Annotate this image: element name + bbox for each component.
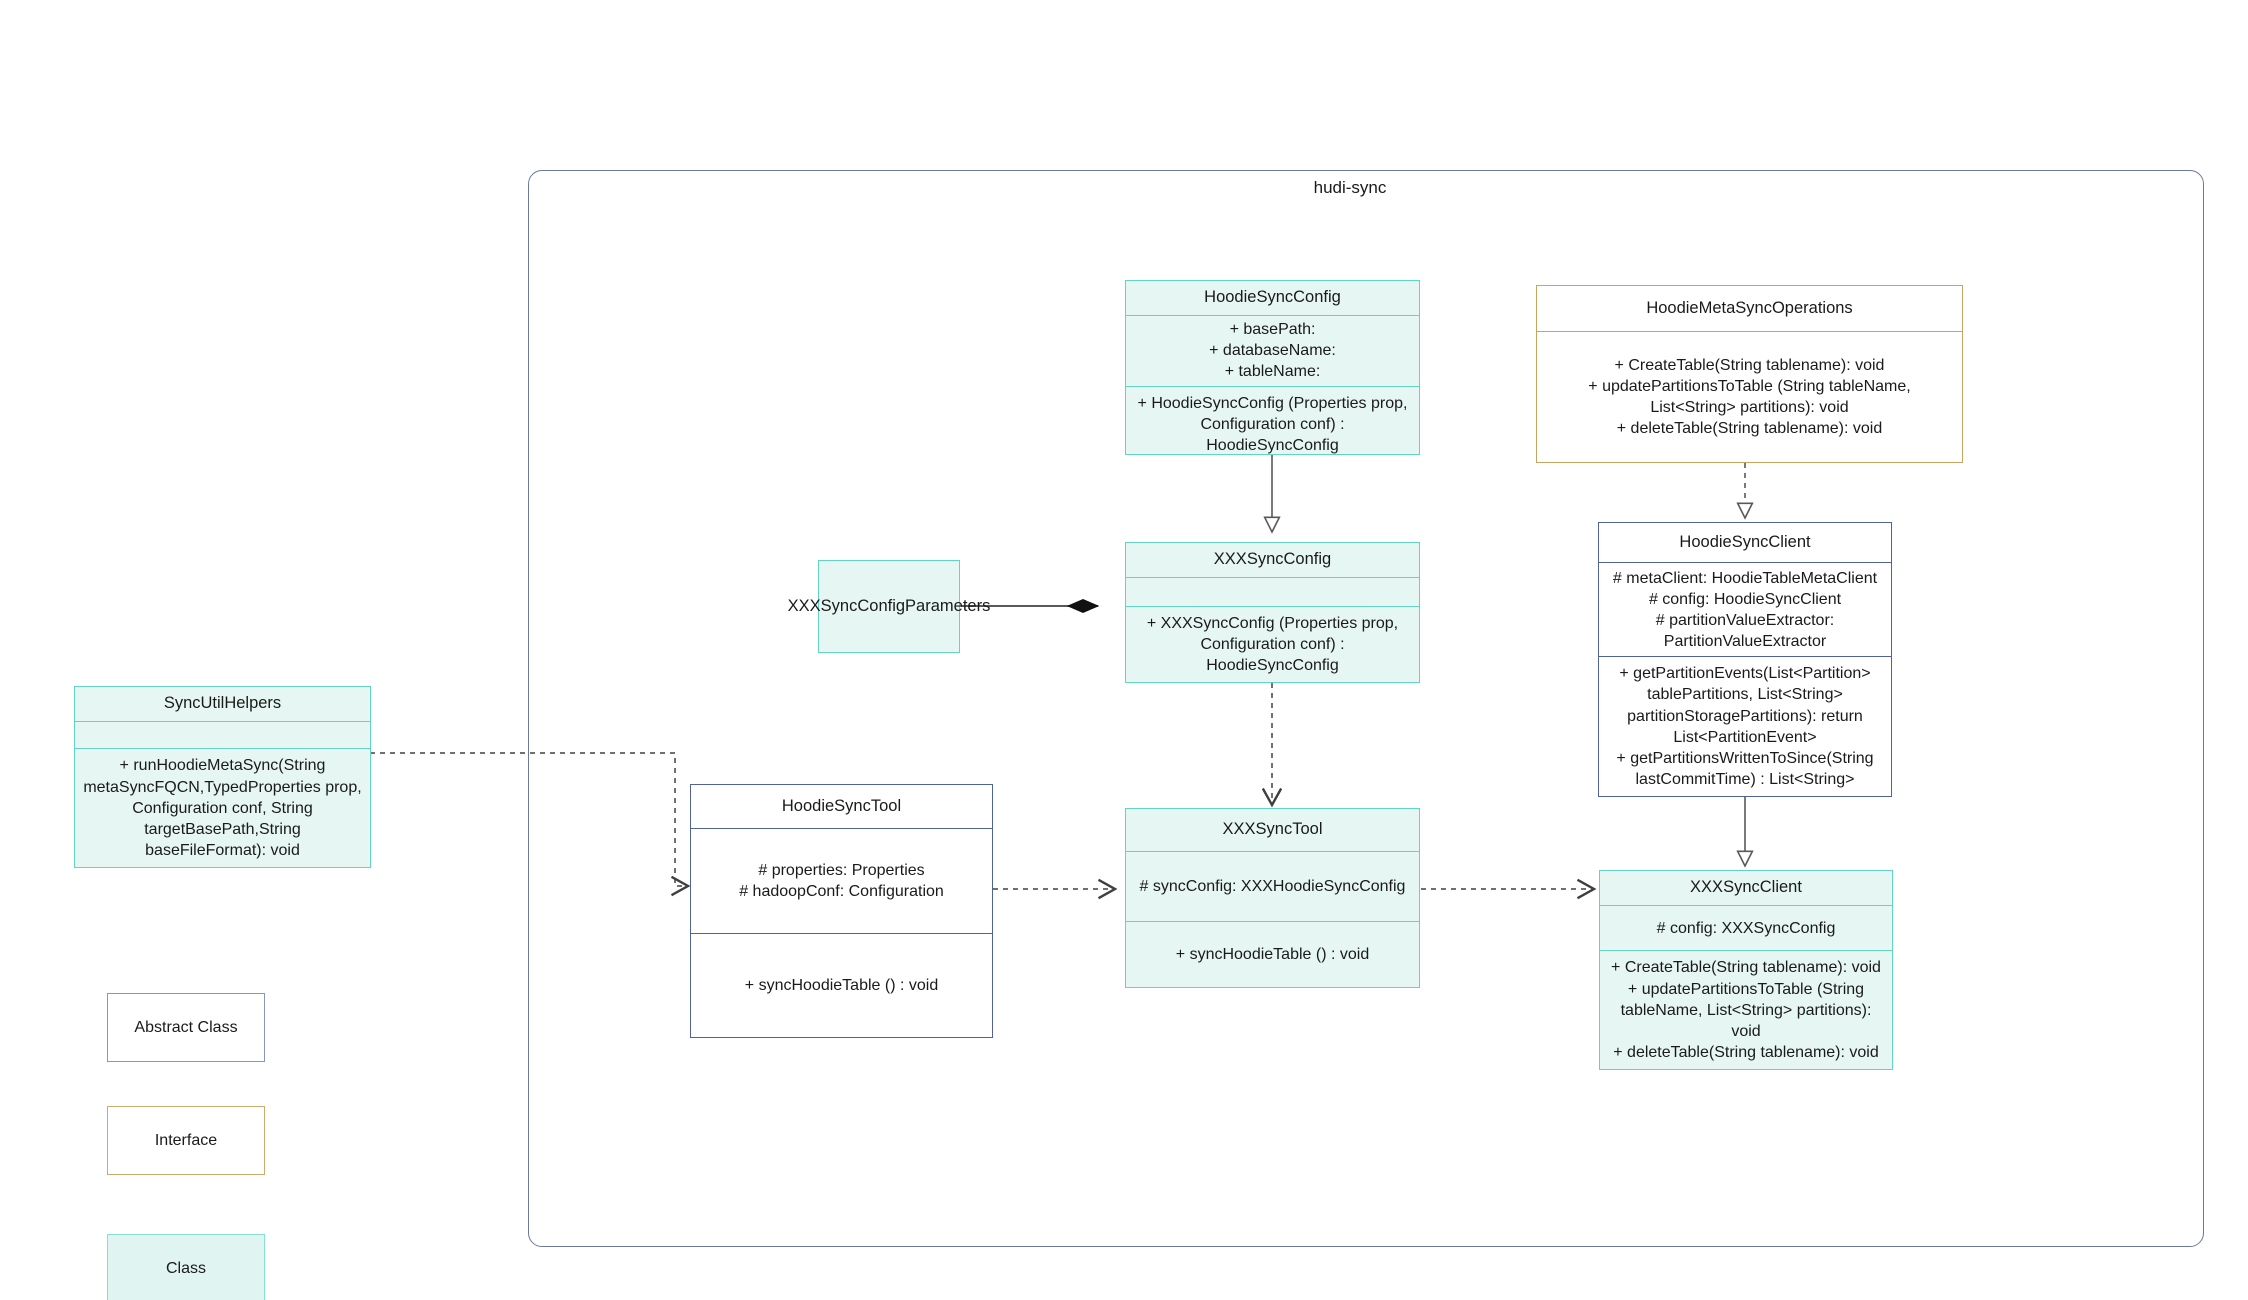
legend-label-interface: Interface <box>154 1131 218 1149</box>
legend-item-class: Class <box>107 1234 265 1300</box>
legend-item-interface: Interface <box>107 1106 265 1175</box>
class-name-sync-util-helpers: SyncUtilHelpers <box>163 694 282 712</box>
class-name-xxx-sync-config-parameters: XXXSyncConfigParameters <box>787 596 991 615</box>
class-methods-hoodie-meta-sync-operations: + CreateTable(String tablename): void + … <box>1537 331 1962 462</box>
class-box-xxx-sync-client[interactable]: XXXSyncClient # config: XXXSyncConfig + … <box>1599 870 1893 1070</box>
class-box-xxx-sync-tool[interactable]: XXXSyncTool # syncConfig: XXXHoodieSyncC… <box>1125 808 1420 988</box>
class-attributes-hoodie-sync-config: + basePath: + databaseName: + tableName: <box>1126 314 1419 386</box>
class-box-hoodie-meta-sync-operations[interactable]: HoodieMetaSyncOperations + CreateTable(S… <box>1536 285 1963 463</box>
class-attributes-xxx-sync-client: # config: XXXSyncConfig <box>1600 904 1892 951</box>
class-methods-hoodie-sync-config: + HoodieSyncConfig (Properties prop, Con… <box>1126 385 1419 462</box>
class-attributes-hoodie-sync-client: # metaClient: HoodieTableMetaClient # co… <box>1599 562 1891 656</box>
class-methods-xxx-sync-config: + XXXSyncConfig (Properties prop, Config… <box>1126 605 1419 682</box>
class-attributes-xxx-sync-tool: # syncConfig: XXXHoodieSyncConfig <box>1126 851 1419 921</box>
class-attributes-hoodie-sync-tool: # properties: Properties # hadoopConf: C… <box>691 828 992 933</box>
class-attributes-sync-util-helpers <box>75 720 370 749</box>
class-box-xxx-sync-config-parameters[interactable]: XXXSyncConfigParameters <box>787 560 991 653</box>
class-name-xxx-sync-tool: XXXSyncTool <box>1222 820 1323 839</box>
class-name-hoodie-sync-client: HoodieSyncClient <box>1679 532 1811 551</box>
legend-label-class: Class <box>165 1259 206 1277</box>
class-methods-sync-util-helpers: + runHoodieMetaSync(String metaSyncFQCN,… <box>75 748 370 867</box>
class-name-xxx-sync-client: XXXSyncClient <box>1690 878 1802 896</box>
class-box-xxx-sync-config[interactable]: XXXSyncConfig + XXXSyncConfig (Propertie… <box>1125 542 1420 683</box>
package-frame-hudi-sync <box>528 170 2204 1247</box>
legend-label-abstract-class: Abstract Class <box>134 1018 238 1036</box>
class-attributes-xxx-sync-config <box>1126 576 1419 606</box>
legend-item-abstract-class: Abstract Class <box>107 993 265 1062</box>
class-name-hoodie-meta-sync-operations: HoodieMetaSyncOperations <box>1646 298 1853 317</box>
class-name-xxx-sync-config: XXXSyncConfig <box>1213 550 1332 568</box>
class-methods-hoodie-sync-client: + getPartitionEvents(List<Partition> tab… <box>1599 656 1891 796</box>
package-title: hudi-sync <box>1313 178 1387 197</box>
class-methods-hoodie-sync-tool: + syncHoodieTable () : void <box>691 933 992 1037</box>
class-name-hoodie-sync-config: HoodieSyncConfig <box>1204 288 1341 306</box>
class-box-hoodie-sync-config[interactable]: HoodieSyncConfig + basePath: + databaseN… <box>1125 280 1420 455</box>
class-box-hoodie-sync-client[interactable]: HoodieSyncClient # metaClient: HoodieTab… <box>1598 522 1892 797</box>
class-box-sync-util-helpers[interactable]: SyncUtilHelpers + runHoodieMetaSync(Stri… <box>74 686 371 868</box>
class-box-hoodie-sync-tool[interactable]: HoodieSyncTool # properties: Properties … <box>690 784 993 1038</box>
class-name-hoodie-sync-tool: HoodieSyncTool <box>781 796 902 815</box>
class-methods-xxx-sync-client: + CreateTable(String tablename): void + … <box>1600 950 1892 1069</box>
class-methods-xxx-sync-tool: + syncHoodieTable () : void <box>1126 921 1419 987</box>
